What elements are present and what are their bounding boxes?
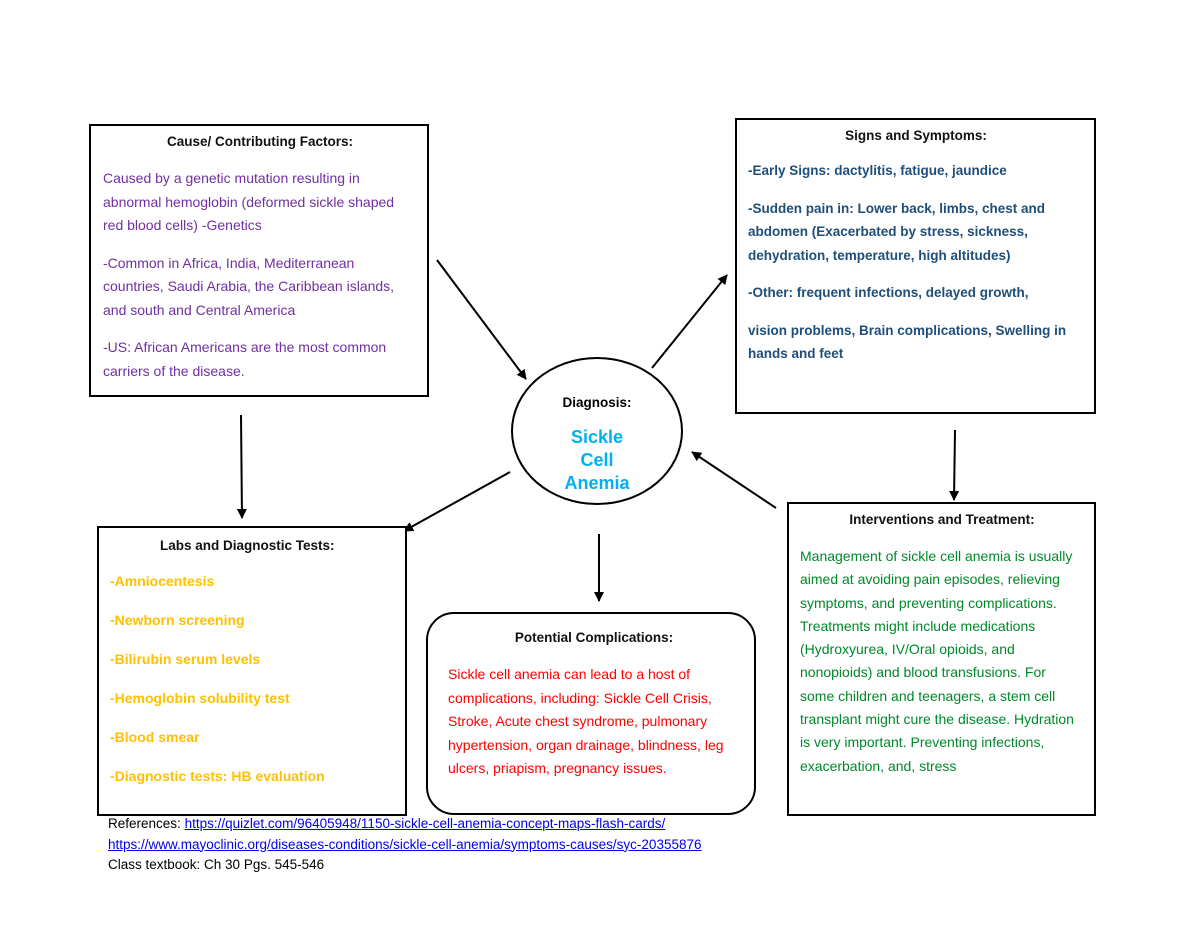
- arrow-cause-to-labs: [236, 414, 247, 519]
- labs-box: Labs and Diagnostic Tests: -Amniocentesi…: [97, 526, 407, 816]
- interventions-text: Management of sickle cell anemia is usua…: [800, 548, 1074, 774]
- quizlet-link[interactable]: https://quizlet.com/96405948/1150-sickle…: [184, 816, 666, 831]
- arrow-diagnosis-to-labs: [403, 471, 511, 532]
- cause-title: Cause/ Contributing Factors:: [166, 134, 353, 149]
- interventions-title: Interventions and Treatment:: [849, 512, 1035, 527]
- diagnosis-label: Diagnosis:: [562, 395, 632, 410]
- signs-box: Signs and Symptoms: -Early Signs: dactyl…: [735, 118, 1096, 414]
- labs-item: -Amniocentesis: [110, 573, 215, 589]
- labs-item: -Blood smear: [110, 729, 200, 745]
- signs-title: Signs and Symptoms:: [845, 128, 987, 143]
- labs-item: -Hemoglobin solubility test: [110, 690, 290, 706]
- cause-paragraph: -US: African Americans are the most comm…: [103, 339, 387, 379]
- complications-text: Sickle cell anemia can lead to a host of…: [448, 666, 724, 776]
- complications-title: Potential Complications:: [514, 630, 674, 645]
- diagnosis-circle: Diagnosis: Sickle Cell Anemia: [511, 357, 683, 505]
- labs-item: -Newborn screening: [110, 612, 245, 628]
- labs-title: Labs and Diagnostic Tests:: [160, 538, 335, 553]
- cause-paragraph: -Common in Africa, India, Mediterranean …: [103, 254, 395, 318]
- diagnosis-name: Sickle Cell Anemia: [564, 427, 630, 493]
- arrow-interventions-to-diagnosis: [691, 451, 777, 509]
- cause-box: Cause/ Contributing Factors: Caused by a…: [89, 124, 429, 397]
- arrow-cause-to-diagnosis: [436, 259, 527, 380]
- references-line-1: References: https://quizlet.com/96405948…: [108, 814, 702, 835]
- arrow-signs-to-interventions: [949, 429, 960, 501]
- interventions-box: Interventions and Treatment: Management …: [787, 502, 1096, 816]
- mayoclinic-link[interactable]: https://www.mayoclinic.org/diseases-cond…: [108, 836, 702, 852]
- complications-box: Potential Complications: Sickle cell ane…: [426, 612, 756, 815]
- labs-item: -Diagnostic tests: HB evaluation: [110, 768, 325, 784]
- signs-paragraph: -Early Signs: dactylitis, fatigue, jaund…: [748, 163, 1007, 178]
- references: References: https://quizlet.com/96405948…: [108, 814, 702, 876]
- signs-paragraph: vision problems, Brain complications, Sw…: [748, 322, 1067, 362]
- signs-paragraph: -Sudden pain in: Lower back, limbs, ches…: [748, 200, 1046, 263]
- arrow-diagnosis-to-signs: [651, 274, 728, 369]
- references-label: References:: [108, 816, 181, 831]
- signs-paragraph: -Other: frequent infections, delayed gro…: [748, 285, 1029, 300]
- labs-item: -Bilirubin serum levels: [110, 651, 261, 667]
- references-textbook: Class textbook: Ch 30 Pgs. 545-546: [108, 857, 325, 872]
- references-line-2: https://www.mayoclinic.org/diseases-cond…: [108, 835, 702, 856]
- cause-paragraph: Caused by a genetic mutation resulting i…: [103, 170, 395, 233]
